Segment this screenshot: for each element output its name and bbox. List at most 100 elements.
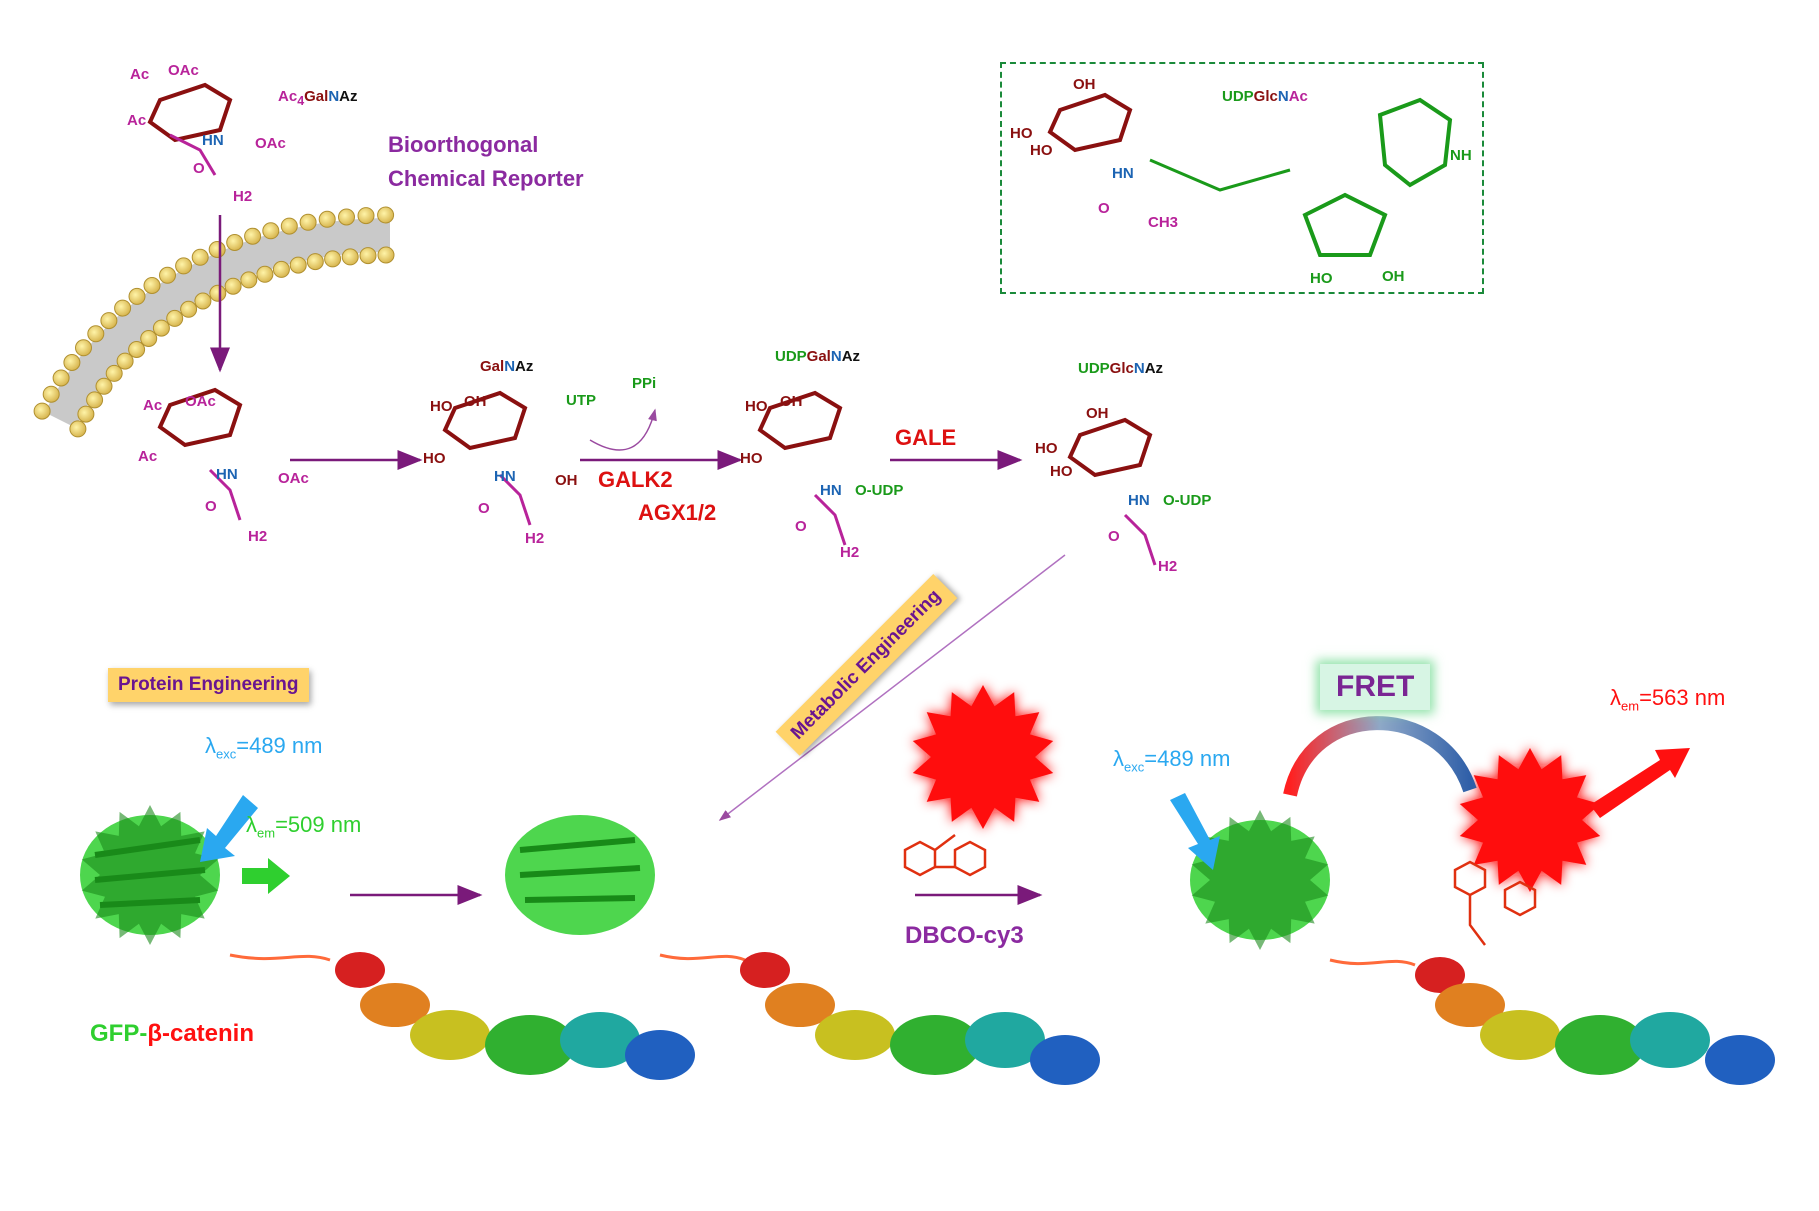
- atom-h2-2: H2: [248, 528, 268, 545]
- lipid-head: [306, 253, 324, 271]
- lipid-head: [52, 369, 70, 387]
- lipid-head: [299, 213, 317, 231]
- atom-o-2: O: [205, 498, 217, 515]
- udpgalnaz-gal: Gal: [806, 348, 831, 365]
- beta-catenin-middle: [659, 952, 1100, 1085]
- atom-oac-3: OAc: [185, 393, 216, 410]
- atom-o-4: O: [795, 518, 807, 535]
- inset-ac: Ac: [1288, 88, 1308, 105]
- lipid-head: [180, 300, 198, 318]
- lipid-head: [341, 248, 359, 266]
- gfp-protein-left: [80, 805, 220, 945]
- galnaz-gal: Gal: [480, 358, 505, 375]
- atom-ho-5: HO: [1035, 440, 1058, 457]
- atom-hn-5: HN: [1128, 492, 1150, 509]
- udpglcnaz-udp: UDP: [1078, 360, 1110, 377]
- lipid-head: [152, 319, 170, 337]
- lipid-head: [143, 277, 161, 294]
- lipid-head: [128, 287, 146, 305]
- exc-value-1: =489 nm: [236, 733, 323, 758]
- atom-ac-4: Ac: [138, 448, 158, 465]
- atom-oh-3: OH: [780, 393, 803, 410]
- exc-value-2: =489 nm: [1144, 746, 1231, 771]
- lipid-head: [166, 309, 184, 327]
- lambda-3: λ: [1113, 746, 1124, 771]
- atom-o-1: O: [193, 160, 205, 177]
- lipid-head: [226, 234, 244, 251]
- lipid-head: [377, 246, 395, 264]
- atom-ho-1: HO: [430, 398, 453, 415]
- lipid-head: [159, 266, 176, 284]
- utp-ppi-curve: [589, 408, 657, 451]
- sugar-ring-inset: [1047, 92, 1453, 257]
- reporter-sub: 4: [297, 94, 305, 108]
- udpglcnaz-n: N: [1133, 360, 1145, 377]
- lipid-head: [289, 256, 307, 274]
- udpglcnaz-glc: Glc: [1109, 360, 1134, 377]
- emission-arrow-red: [1590, 748, 1690, 818]
- inset-glc: Glc: [1253, 88, 1278, 105]
- lipid-head: [77, 405, 95, 423]
- emission-arrow-green: [242, 858, 290, 894]
- atom-ac-2: Ac: [127, 112, 147, 129]
- atom-hn-2: HN: [216, 466, 238, 483]
- fret-label: FRET: [1320, 664, 1431, 710]
- dbco-structure: [903, 834, 987, 877]
- protein-engineering-banner: Protein Engineering: [108, 668, 309, 702]
- cell-membrane: [33, 206, 395, 438]
- udpgalnaz-n: N: [830, 348, 842, 365]
- lipid-head: [63, 354, 81, 371]
- udpgalnaz-udp: UDP: [775, 348, 807, 365]
- udpglcnac-inset: [1000, 62, 1484, 294]
- atom-hn-3: HN: [494, 468, 516, 485]
- beta-catenin-right: [1329, 957, 1775, 1085]
- sugar-ring-udpgalnaz: [757, 390, 847, 546]
- beta-catenin-left: [229, 952, 695, 1080]
- inset-ho-ribose: HO: [1310, 270, 1333, 287]
- lipid-head: [324, 250, 342, 268]
- inset-n: N: [1277, 88, 1289, 105]
- enzyme-gale: GALE: [895, 425, 957, 450]
- lipid-head: [191, 248, 209, 266]
- label-udpgalnaz: UDPGalNAz: [775, 348, 860, 365]
- atom-ho-3: HO: [745, 398, 768, 415]
- lipid-head: [262, 222, 280, 240]
- lambda-1: λ: [205, 733, 216, 758]
- lipid-head: [338, 208, 355, 226]
- atom-ho-4: HO: [740, 450, 763, 467]
- lipid-head: [359, 247, 377, 265]
- atom-oh-4: OH: [1086, 405, 1109, 422]
- em-sub-2: em: [1621, 698, 1640, 714]
- atom-oac-1: OAc: [168, 62, 199, 79]
- lipid-head: [209, 284, 227, 302]
- lipid-head: [75, 339, 92, 357]
- reporter-ac: Ac: [278, 88, 298, 105]
- excitation-label-right: λexc=489 nm: [1113, 746, 1230, 774]
- excitation-arrow-left: [200, 795, 258, 862]
- udpgalnaz-az: Az: [841, 348, 861, 365]
- sugar-ring-reporter: [147, 82, 233, 176]
- atom-oh-2: OH: [555, 472, 578, 489]
- lipid-head: [95, 377, 113, 395]
- lipid-head: [377, 206, 395, 224]
- lipid-head: [116, 352, 134, 370]
- atom-hn-1: HN: [202, 132, 224, 149]
- enzyme-galk2: GALK2: [598, 467, 673, 492]
- metabolic-delivery-line: [718, 554, 1066, 821]
- atom-o-5: O: [1108, 528, 1120, 545]
- atom-oh-1: OH: [464, 393, 487, 410]
- lipid-head: [244, 227, 262, 245]
- atom-o-udp-1: O-UDP: [855, 482, 904, 499]
- reporter-caption-1: Bioorthogonal: [388, 132, 539, 157]
- inset-ho-2: HO: [1030, 142, 1053, 159]
- catenin-suffix: β-catenin: [147, 1020, 254, 1047]
- lambda-4: λ: [1610, 685, 1621, 710]
- cy3-dye-star-fret: [1459, 748, 1601, 892]
- inset-udp: UDP: [1222, 88, 1254, 105]
- atom-oac-4: OAc: [278, 470, 309, 487]
- reporter-az: Az: [339, 88, 358, 105]
- atom-h2-1: H2: [233, 188, 253, 205]
- atom-hn-4: HN: [820, 482, 842, 499]
- label-galnaz: GalNAz: [480, 358, 533, 375]
- em-value-2: =563 nm: [1639, 685, 1726, 710]
